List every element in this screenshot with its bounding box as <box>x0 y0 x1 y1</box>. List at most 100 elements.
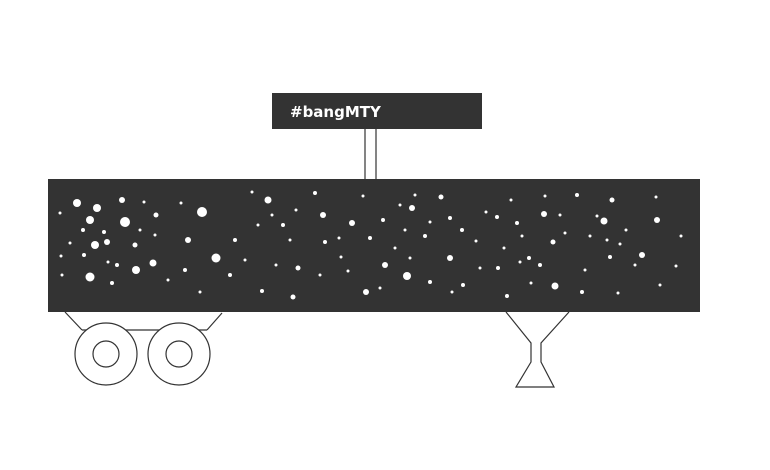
speckle-dot <box>82 253 86 257</box>
speckle-dot <box>398 203 402 207</box>
speckle-dot <box>403 228 407 232</box>
speckle-dot <box>580 290 584 294</box>
speckle-dot <box>91 241 99 249</box>
speckle-dot <box>505 294 509 298</box>
speckle-dot <box>575 193 579 197</box>
speckle-dot <box>197 207 207 217</box>
speckle-dot <box>551 282 559 290</box>
speckle-dot <box>423 234 427 238</box>
sign-label: #bangMTY <box>290 103 382 121</box>
speckle-dot <box>605 238 609 242</box>
rear-axle-frame <box>64 311 223 331</box>
speckle-dot <box>654 217 660 223</box>
speckle-dot <box>538 263 542 267</box>
speckle-dot <box>515 221 519 225</box>
speckle-dot <box>378 286 382 290</box>
speckle-dot <box>550 239 556 245</box>
wheel-rear-2 <box>147 322 211 386</box>
speckle-dot <box>413 193 417 197</box>
speckle-dot <box>337 236 341 240</box>
speckle-dot <box>115 263 119 267</box>
speckle-dot <box>460 228 464 232</box>
speckle-dot <box>438 194 444 200</box>
trailer-body <box>48 179 700 312</box>
speckle-dot <box>320 212 326 218</box>
speckle-dot <box>149 259 157 267</box>
speckle-dot <box>639 252 645 258</box>
speckle-dot <box>233 238 237 242</box>
speckle-dot <box>93 204 101 212</box>
speckle-dot <box>102 230 106 234</box>
speckle-dot <box>368 236 372 240</box>
speckle-dot <box>461 283 465 287</box>
speckle-dot <box>403 272 411 280</box>
speckle-dot <box>81 228 85 232</box>
speckle-dot <box>527 256 531 260</box>
speckle-dot <box>138 228 142 232</box>
speckle-dot <box>288 238 292 242</box>
sign-board: #bangMTY <box>272 93 482 129</box>
speckle-dot <box>323 240 327 244</box>
speckle-dot <box>264 196 272 204</box>
speckle-dot <box>59 254 63 258</box>
speckle-dot <box>281 223 285 227</box>
speckle-dot <box>450 290 454 294</box>
speckle-dot <box>346 269 350 273</box>
speckle-dot <box>520 234 524 238</box>
speckle-dot <box>183 268 187 272</box>
speckle-dot <box>616 291 620 295</box>
speckle-dot <box>428 280 432 284</box>
speckle-dot <box>198 290 202 294</box>
speckle-dot <box>448 216 452 220</box>
speckle-dot <box>361 194 365 198</box>
speckle-dot <box>558 213 562 217</box>
speckle-dot <box>502 246 506 250</box>
speckle-dot <box>120 217 130 227</box>
speckle-dot <box>495 215 499 219</box>
speckle-dot <box>153 212 159 218</box>
speckle-dot <box>132 242 138 248</box>
speckle-dot <box>658 283 662 287</box>
speckle-dot <box>68 241 72 245</box>
speckle-dot <box>256 223 260 227</box>
speckle-dot <box>60 273 64 277</box>
speckle-dot <box>679 234 683 238</box>
speckle-dot <box>509 198 513 202</box>
speckle-dot <box>228 273 232 277</box>
speckle-dot <box>250 190 254 194</box>
speckle-dot <box>106 260 110 264</box>
wheel-rear-1 <box>74 322 138 386</box>
speckle-dot <box>166 278 170 282</box>
speckle-dot <box>381 218 385 222</box>
speckle-dot <box>654 195 658 199</box>
speckle-dot <box>609 197 615 203</box>
trailer-speckles <box>58 190 683 300</box>
speckle-dot <box>142 200 146 204</box>
speckle-dot <box>211 253 221 263</box>
speckle-dot <box>409 205 415 211</box>
speckle-dot <box>543 194 547 198</box>
speckle-dot <box>270 213 274 217</box>
speckle-dot <box>608 255 612 259</box>
speckle-dot <box>132 266 140 274</box>
speckle-dot <box>86 216 94 224</box>
speckle-dot <box>393 246 397 250</box>
speckle-dot <box>583 268 587 272</box>
speckle-dot <box>179 201 183 205</box>
speckle-dot <box>474 239 478 243</box>
speckle-dot <box>119 197 125 203</box>
speckle-dot <box>595 214 599 218</box>
speckle-dot <box>260 289 264 293</box>
speckle-dot <box>349 220 355 226</box>
speckle-dot <box>295 265 301 271</box>
speckle-dot <box>313 191 317 195</box>
speckle-dot <box>243 258 247 262</box>
speckle-dot <box>274 263 278 267</box>
speckle-dot <box>185 237 191 243</box>
speckle-dot <box>518 260 522 264</box>
speckle-dot <box>408 256 412 260</box>
speckle-dot <box>588 234 592 238</box>
sign-post <box>364 128 377 180</box>
landing-gear <box>505 311 570 388</box>
